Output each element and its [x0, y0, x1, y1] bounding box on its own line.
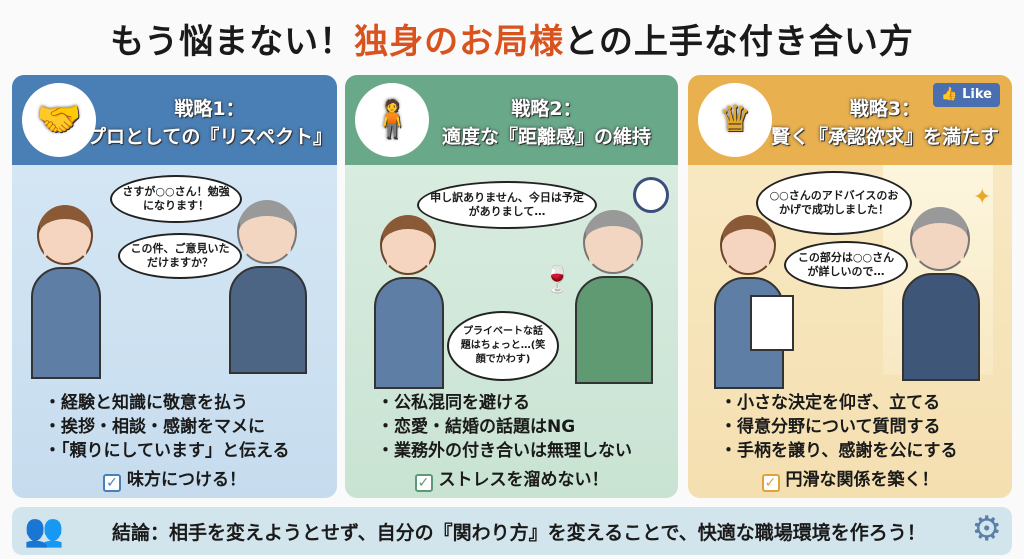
strategy-3-result: ✓円滑な関係を築く！	[688, 469, 1012, 492]
clock-icon	[633, 177, 669, 213]
distance-partition-icon: 🧍	[355, 83, 429, 157]
strategy-2-panel: 🧍 戦略2： 適度な『距離感』の維持 🍷 申し訳ありません、今日は予定がありまし…	[345, 75, 678, 498]
strategy-3-header: ♛ 👍 Like 戦略3： 賢く『承認欲求』を満たす	[688, 75, 1012, 165]
page-title: もう悩まない！独身のお局様との上手な付き合い方	[110, 22, 914, 62]
strategy-2-header: 🧍 戦略2： 適度な『距離感』の維持	[345, 75, 678, 165]
speech-bubble: さすが○○さん！勉強になります！	[110, 175, 242, 223]
strategy-1-panel: 🤝 戦略1： プロとしての『リスペクト』 さすが○○さん！勉強になります！ この…	[12, 75, 337, 498]
sparkle-icon: ✦	[973, 185, 992, 210]
conclusion-banner: 👥 結論：相手を変えようとせず、自分の『関わり方』を変えることで、快適な職場環境…	[12, 507, 1012, 555]
strategy-1-bullets: ・経験と知識に敬意を払う・挨拶・相談・感謝をマメに・「頼りにしています」と伝える	[44, 393, 290, 461]
strategy-3-bullets: ・小さな決定を仰ぎ、立てる・得意分野について質問する・手柄を譲り、感謝を公にする	[720, 393, 958, 461]
crown-icon: ♛	[698, 83, 772, 157]
strategy-3-panel: ♛ 👍 Like 戦略3： 賢く『承認欲求』を満たす ○○さんのアドバイスのおか…	[688, 75, 1012, 498]
speech-bubble: ○○さんのアドバイスのおかげで成功しました！	[756, 171, 912, 235]
report-document-icon	[750, 295, 794, 351]
strategy-1-result: ✓味方につける！	[12, 469, 337, 492]
speech-bubble: この件、ご意見いただけますか？	[118, 233, 242, 279]
team-people-icon: 👥	[24, 511, 64, 549]
like-badge: 👍 Like	[933, 83, 1000, 107]
speech-bubble: この部分は○○さんが詳しいので…	[784, 241, 908, 289]
speech-bubble: プライベートな話題はちょっと…(笑顔でかわす)	[447, 311, 559, 381]
strategy-2-bullets: ・公私混同を避ける・恋愛・結婚の話題はNG・業務外の付き合いは無理しない	[377, 393, 632, 461]
speech-bubble: 申し訳ありません、今日は予定がありまして…	[417, 181, 597, 229]
handshake-icon: 🤝	[22, 83, 96, 157]
strategy-2-result: ✓ストレスを溜めない！	[345, 469, 678, 492]
checkbox-icon: ✓	[103, 474, 121, 492]
checkbox-icon: ✓	[414, 474, 433, 492]
checkbox-icon: ✓	[761, 474, 780, 492]
gears-icon: ⚙	[971, 509, 1002, 549]
strategy-1-header: 🤝 戦略1： プロとしての『リスペクト』	[12, 75, 337, 165]
wine-glass-icon: 🍷	[541, 265, 574, 295]
